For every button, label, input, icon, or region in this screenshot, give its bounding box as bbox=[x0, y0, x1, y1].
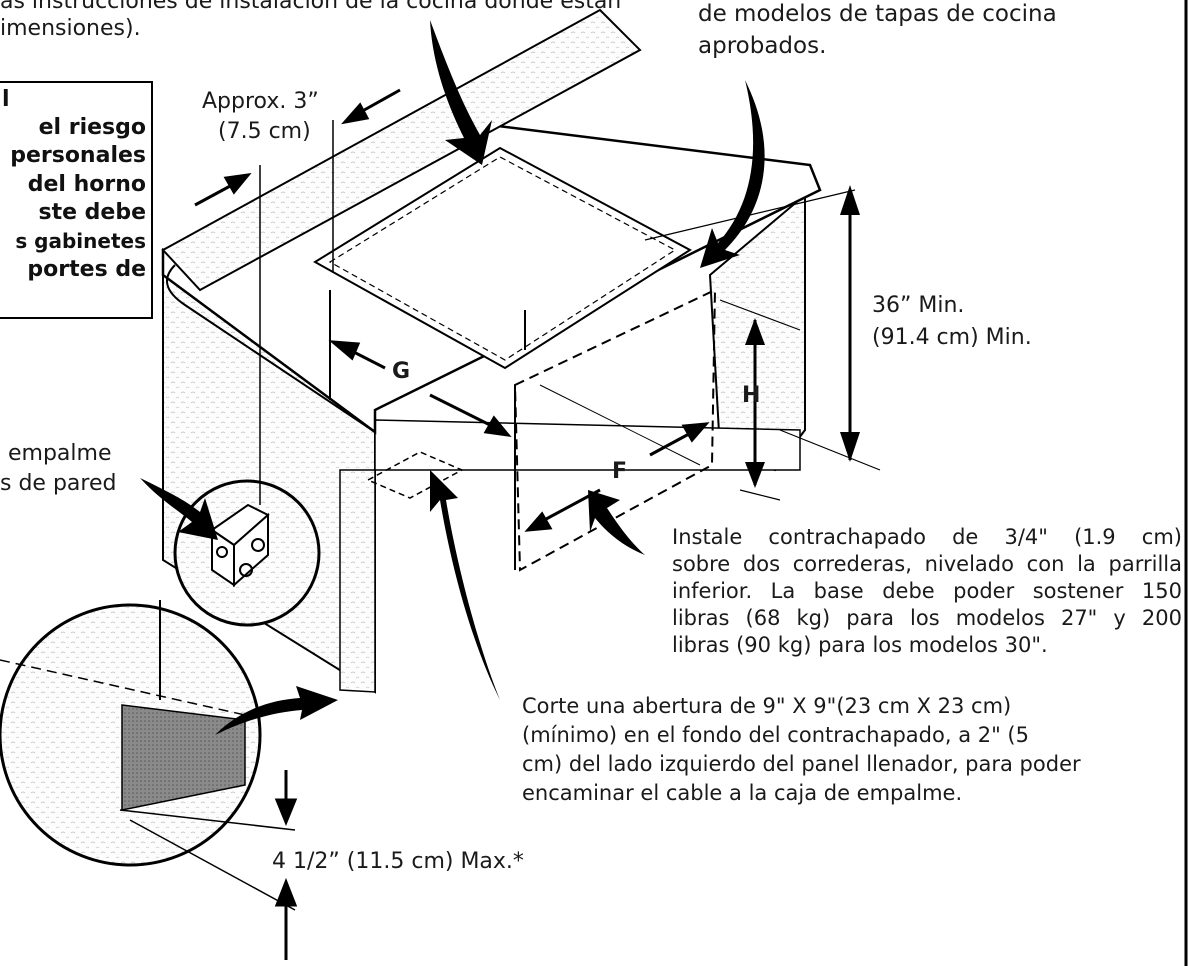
plywood-note: Instale contrachapado de 3/4" (1.9 cm) s… bbox=[672, 524, 1182, 659]
junction-box-label-line2: s de pared bbox=[0, 471, 117, 496]
top-left-note-line1: as instrucciones de instalación de la co… bbox=[0, 0, 622, 14]
cutout-note-line: cm) del lado izquierdo del panel llenado… bbox=[522, 752, 1081, 776]
warning-line: el riesgo bbox=[38, 115, 146, 140]
label-f: F bbox=[612, 459, 628, 484]
top-right-note-line2: aprobados. bbox=[698, 33, 827, 59]
approx-dimension-line2: (7.5 cm) bbox=[218, 119, 311, 144]
plywood-note-line: inferior. La base debe poder sostener 15… bbox=[672, 579, 1182, 603]
cooktop-cutout bbox=[313, 146, 692, 370]
label-g: G bbox=[392, 359, 411, 384]
warning-text: l el riesgo personales del horno ste deb… bbox=[0, 86, 146, 316]
cutout-note-line: Corte una abertura de 9" X 9"(23 cm X 23… bbox=[522, 694, 1012, 718]
plywood-note-line: libras (68 kg) para los modelos 27" y 20… bbox=[672, 606, 1182, 630]
warning-line: ste debe bbox=[38, 200, 146, 225]
height-dimension-line2: (91.4 cm) Min. bbox=[872, 325, 1032, 350]
label-h: H bbox=[742, 383, 761, 408]
top-right-note-line1: de modelos de tapas de cocina bbox=[698, 1, 1057, 27]
oven-opening bbox=[513, 288, 717, 572]
plywood-cutout bbox=[366, 451, 464, 499]
height-dimension-line1: 36” Min. bbox=[872, 293, 965, 318]
warning-line: personales bbox=[10, 143, 146, 168]
plywood-note-line: sobre dos correderas, nivelado con la pa… bbox=[672, 552, 1182, 576]
warning-box bbox=[0, 81, 153, 319]
approx-dimension-line1: Approx. 3” bbox=[202, 89, 319, 114]
cutout-note-line: (mínimo) en el fondo del contrachapado, … bbox=[522, 723, 1029, 747]
warning-line: l bbox=[2, 87, 10, 112]
warning-line: del horno bbox=[27, 172, 146, 197]
cutout-note: Corte una abertura de 9" X 9"(23 cm X 23… bbox=[522, 692, 1081, 808]
warning-line: s gabinetes bbox=[15, 229, 146, 253]
toe-kick-dimension: 4 1/2” (11.5 cm) Max.* bbox=[272, 849, 524, 874]
top-left-note-line2: imensiones). bbox=[0, 16, 141, 41]
junction-box-label-line1: empalme bbox=[8, 441, 112, 466]
plywood-note-line: libras (90 kg) para los modelos 30". bbox=[672, 633, 1048, 657]
warning-line: portes de bbox=[27, 257, 146, 282]
junction-box-icon bbox=[210, 503, 270, 588]
cutout-note-line: encaminar el cable a la caja de empalme. bbox=[522, 781, 963, 805]
plywood-note-line: Instale contrachapado de 3/4" (1.9 cm) bbox=[672, 525, 1182, 549]
